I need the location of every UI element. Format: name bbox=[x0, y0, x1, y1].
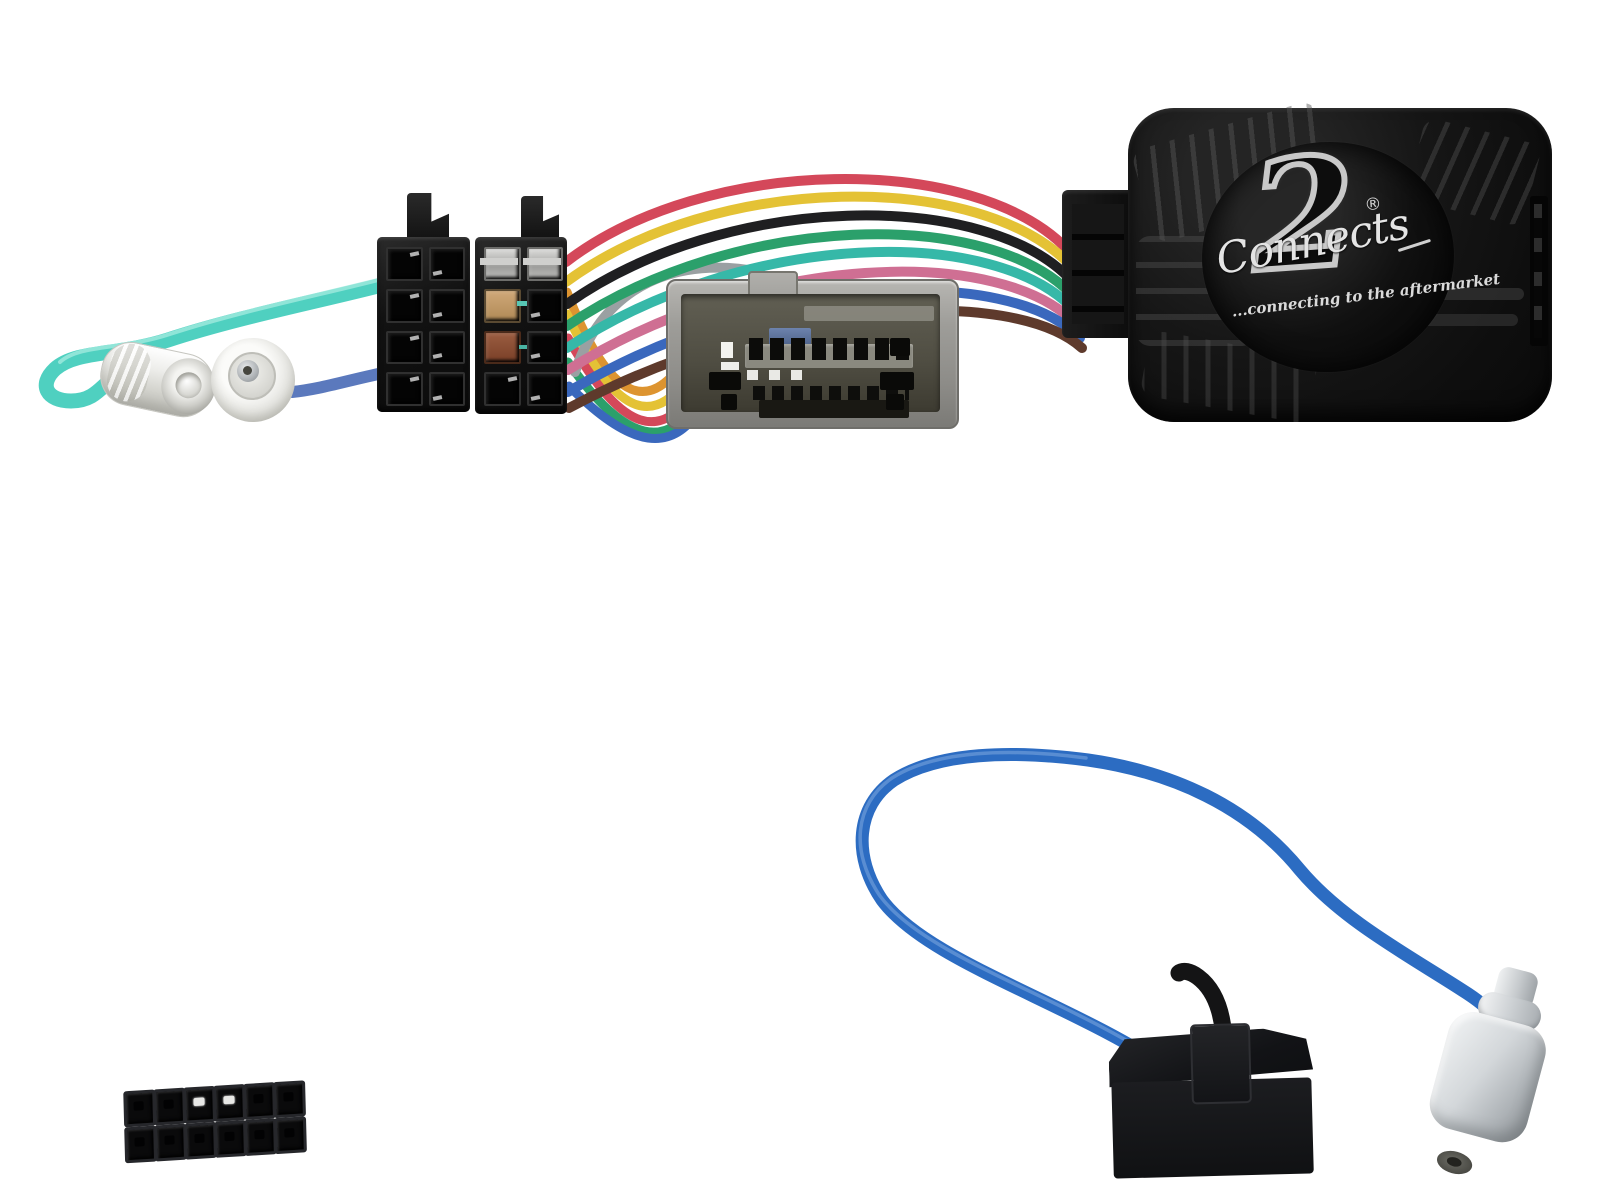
keying-mark bbox=[721, 362, 739, 370]
iso-pin-slot bbox=[526, 288, 563, 323]
iso-pin-slot bbox=[526, 372, 563, 406]
corner-cavity bbox=[721, 394, 737, 410]
iso-pin-slot bbox=[428, 288, 465, 323]
iso-pin-slot bbox=[386, 247, 423, 281]
iso-pin-slot bbox=[522, 247, 563, 281]
box-rib-right bbox=[1438, 288, 1524, 300]
teal-wire-highlight bbox=[58, 278, 380, 364]
cable-highlight bbox=[858, 750, 1170, 1068]
iso-pin-slot bbox=[428, 330, 465, 365]
molex-pin-slot bbox=[184, 1121, 218, 1160]
swc-interface-box: 2 Connects ® ...connecting to the afterm… bbox=[1128, 99, 1552, 425]
molex-pin-slot bbox=[153, 1087, 187, 1126]
keying-mark bbox=[769, 370, 780, 380]
iso-pin-slot bbox=[386, 288, 423, 323]
iso-connector-body bbox=[377, 237, 470, 412]
iso-pin-grid bbox=[386, 247, 465, 406]
molex-pin-slot bbox=[213, 1083, 247, 1122]
iso-pin-slot bbox=[386, 330, 423, 365]
iso-pin-slot bbox=[484, 288, 528, 323]
wire-arc-red bbox=[561, 174, 1073, 267]
iso-pin-slot bbox=[484, 372, 521, 406]
iso-connector-speaker bbox=[475, 196, 568, 415]
teal-earth-loop-wire bbox=[38, 278, 386, 409]
cavity-strip bbox=[804, 306, 934, 321]
lower-slot bbox=[759, 400, 909, 418]
registered-trademark-symbol: ® bbox=[1363, 194, 1383, 216]
keying-mark bbox=[791, 370, 802, 380]
iso-latch-tab bbox=[521, 196, 559, 242]
iso-pin-slot bbox=[526, 330, 563, 365]
keying-mark bbox=[747, 370, 758, 380]
wire-arc-teal bbox=[562, 246, 1081, 353]
wire-arc-yellow bbox=[561, 191, 1076, 287]
vehicle-plug-cavity bbox=[681, 294, 940, 418]
molex-pin-slot bbox=[273, 1080, 306, 1119]
iso-pin-slot bbox=[480, 247, 521, 281]
keying-mark bbox=[721, 342, 733, 358]
molex-pin-grid bbox=[123, 1080, 307, 1164]
molex-pin-slot bbox=[274, 1116, 307, 1155]
box-side-port bbox=[1530, 196, 1548, 346]
wire-arc-green bbox=[562, 229, 1080, 331]
corner-cavity bbox=[890, 338, 910, 356]
iso-connector-power bbox=[377, 193, 470, 412]
iso-connector-body bbox=[475, 237, 567, 414]
antenna-patch-cable bbox=[855, 748, 1501, 1077]
iso-pin-slot bbox=[428, 247, 465, 281]
box-harness-socket bbox=[1062, 190, 1132, 338]
bullet-metal-pin bbox=[237, 360, 259, 382]
vehicle-plug-connector bbox=[666, 271, 959, 429]
molex-12pin-connector bbox=[1108, 1021, 1316, 1190]
pin-row-lower bbox=[753, 386, 909, 400]
blue-bullet-wire bbox=[286, 366, 394, 398]
bullet-terminal-female bbox=[211, 338, 295, 422]
iso-pin-slot bbox=[484, 330, 528, 365]
molex-pin-slot bbox=[183, 1085, 217, 1124]
molex-pin-slot bbox=[154, 1123, 188, 1162]
corner-cavity bbox=[880, 372, 914, 390]
iso-pin-slot bbox=[428, 372, 465, 406]
iso-pin-grid bbox=[480, 247, 563, 406]
iso-pin-slot bbox=[386, 372, 423, 406]
antenna-connector-barrel bbox=[1423, 1006, 1552, 1178]
molex-latch-clip bbox=[1189, 1022, 1252, 1105]
molex-pin-slot bbox=[124, 1125, 158, 1164]
corner-cavity bbox=[886, 394, 904, 410]
box-rib-right bbox=[1422, 314, 1518, 326]
molex-pin-slot bbox=[244, 1118, 277, 1157]
molex-pin-slot bbox=[214, 1119, 247, 1158]
molex-pin-slot bbox=[123, 1089, 157, 1128]
wire-arc-pink bbox=[563, 266, 1083, 375]
corner-cavity bbox=[709, 372, 741, 390]
wire-arc-black bbox=[562, 210, 1078, 309]
molex-pin-slot bbox=[243, 1082, 276, 1121]
pin-row-upper bbox=[745, 338, 913, 368]
